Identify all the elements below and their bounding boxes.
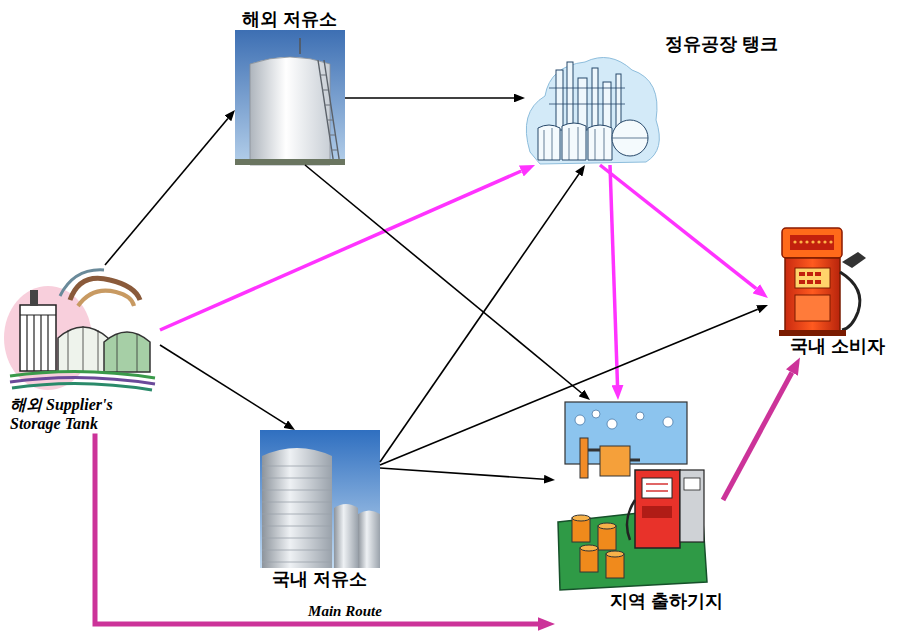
flow-arrow (380, 174, 579, 462)
flow-arrow (380, 468, 544, 479)
node-label: 해외 저유소 (242, 8, 337, 31)
node-caption: 국내 저유소 (272, 568, 367, 591)
icon-node: 해외 Supplier's Storage Tank (5, 265, 160, 433)
node-caption: 해외 저유소 (242, 8, 337, 31)
flow-arrow (160, 345, 286, 424)
supplier-tank-clipart (4, 270, 155, 390)
flow-arrow (305, 165, 582, 393)
node-label: 국내 저유소 (272, 568, 367, 591)
icon-node: 국내 소비자 (768, 225, 885, 358)
overseas-tank-photo (235, 30, 345, 165)
icon-node: 국내 저유소 (260, 430, 380, 591)
refinery-clipart (526, 58, 659, 165)
icon-node: 해외 저유소 (235, 8, 345, 166)
flow-arrow (723, 373, 792, 501)
node-caption: 국내 소비자 (790, 335, 885, 358)
flow-arrow (610, 165, 618, 385)
route-label: Main Route (308, 602, 382, 620)
flow-arrow (95, 433, 538, 624)
flow-arrow (105, 118, 228, 265)
node-label: 국내 소비자 (790, 335, 885, 358)
node-label: 정유공장 탱크 (665, 33, 778, 56)
flow-arrow (345, 97, 514, 99)
flow-arrow (600, 165, 756, 289)
gas-pump-clipart (779, 228, 866, 336)
node-label: 지역 출하기지 (610, 590, 723, 613)
icon-node: 지역 출하기지 (555, 400, 723, 627)
icon-node: 정유공장 탱크 (525, 33, 778, 166)
flow-arrow (380, 309, 758, 465)
node-caption: 지역 출하기지 (610, 590, 723, 613)
node-caption: 해외 Supplier's Storage Tank (10, 395, 150, 433)
node-label: 해외 Supplier's Storage Tank (10, 395, 150, 433)
domestic-silo-photo (260, 430, 380, 568)
shipping-base-clipart (558, 402, 707, 590)
node-caption: 정유공장 탱크 (665, 33, 778, 56)
